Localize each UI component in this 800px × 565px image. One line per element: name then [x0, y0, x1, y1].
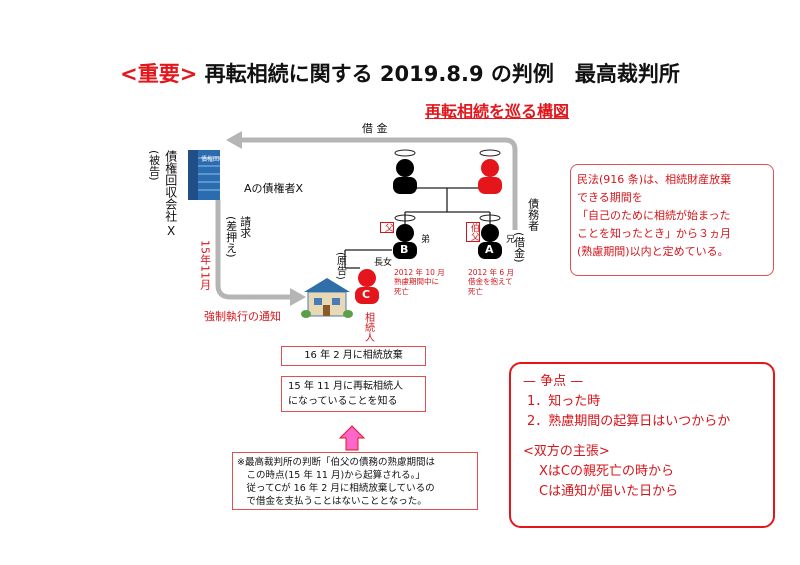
debtor-label: 債務者 [526, 198, 540, 231]
ruling-line: この時点(15 年 11 月)から起算される。」 [237, 470, 425, 481]
claims-heading: <双方の主張> [523, 444, 610, 459]
b-note: 2012 年 10 月 熟慮期間中に 死亡 [394, 268, 445, 296]
x-defendant-label: (被告) [147, 150, 161, 181]
date-label: 15年11月 [198, 240, 212, 290]
law-note-box: 民法(916 条)は、相続財産放棄 できる期間を 「自己のために相続が始まった … [570, 164, 774, 276]
law-note-line: 「自己のために相続が始まった [577, 209, 731, 222]
page-title: <重要> 再転相続に関する 2019.8.9 の判例 最高裁判所 [0, 58, 800, 88]
diagram-subtitle: 再転相続を巡る構図 [425, 102, 570, 121]
a-relation-tag: 伯父 [466, 222, 480, 242]
ruling-line: で借金を支払うことはないこととなった。 [237, 496, 427, 507]
halo-grandmother [479, 149, 501, 157]
building-sign: 債権回収 [201, 156, 226, 163]
loan-label: 借 金 [362, 122, 388, 135]
issue-item: 1．知った時 [527, 394, 601, 409]
a-creditor-label: Aの債権者X [244, 182, 304, 195]
b-note-line: 死亡 [394, 286, 409, 296]
a-tag: 兄 [506, 235, 516, 245]
know-box: 15 年 11 月に再転相続人 になっていることを知る [281, 376, 426, 412]
law-note-line: ことを知ったとき」から３ヵ月 [577, 227, 731, 240]
title-text: 再転相続に関する 2019.8.9 の判例 最高裁判所 [204, 62, 680, 86]
c-letter: C [362, 288, 371, 301]
person-a-icon [478, 224, 502, 259]
person-b-icon [393, 224, 417, 259]
b-note-line: 熟慮期間中に [394, 277, 439, 287]
ruling-box: ※最高裁判所の判断「伯父の債務の熟慮期間は この時点(15 年 11 月)から起… [232, 452, 478, 510]
a-note: 2012 年 6 月 借金を抱えて 死亡 [468, 268, 514, 296]
x-letter: X [167, 224, 176, 238]
person-grandfather-icon [393, 159, 417, 194]
x-party-label: 債権回収会社 [163, 150, 178, 222]
c-role-label: 相続人 [362, 312, 374, 342]
law-note-line: 民法(916 条)は、相続財産放棄 [577, 173, 732, 186]
issue-item: 2．熟慮期間の起算日はいつからか [527, 414, 731, 429]
enforcement-arrow-line [215, 200, 292, 300]
b-note-line: 2012 年 10 月 [394, 268, 445, 277]
important-tag: <重要> [120, 62, 198, 86]
halo-grandfather [394, 149, 416, 157]
issues-box: — 争点 — 1．知った時 2．熟慮期間の起算日はいつからか <双方の主張> X… [509, 362, 775, 528]
claim-item: XはCの親死亡の時から [539, 464, 674, 479]
know-line: 15 年 11 月に再転相続人 [288, 381, 403, 392]
a-note-line: 2012 年 6 月 [468, 268, 515, 277]
a-letter: A [485, 243, 494, 256]
debtor-sub-label: (借金) [512, 232, 526, 263]
claim-item: Cは通知が届いた日から [539, 484, 679, 499]
enforcement-label: 強制執行の通知 [204, 310, 281, 323]
a-note-line: 死亡 [468, 286, 483, 296]
know-line: になっていることを知る [288, 396, 398, 407]
halo-a [479, 214, 501, 222]
renounce-text: 16 年 2 月に相続放棄 [304, 350, 403, 361]
renounce-box: 16 年 2 月に相続放棄 [281, 346, 426, 366]
office-building-icon [188, 150, 220, 200]
up-arrow-icon [338, 425, 366, 451]
issues-heading: — 争点 — [523, 374, 584, 389]
law-note-line: (熟慮期間)以内と定めている。 [577, 245, 729, 258]
b-letter: B [400, 243, 409, 256]
c-plaintiff-label: (原告) [334, 252, 346, 280]
c-tag: 長女 [374, 258, 393, 268]
loan-arrow-line [240, 137, 518, 230]
person-c-icon [355, 269, 379, 304]
ruling-line: ※最高裁判所の判断「伯父の債務の熟慮期間は [237, 457, 435, 468]
halo-b [394, 214, 416, 222]
b-relation-tag: 父 [380, 222, 394, 233]
house-icon [301, 278, 353, 318]
enforcement-arrow-head [290, 288, 306, 306]
b-tag: 弟 [421, 235, 431, 245]
claim-label: 請求 [238, 216, 252, 238]
claim-sub-label: (差押え) [224, 216, 238, 258]
ruling-line: 従ってCが 16 年 2 月に相続放棄しているの [237, 483, 435, 494]
person-grandmother-icon [478, 159, 502, 194]
loan-arrow-head [226, 131, 242, 149]
a-note-line: 借金を抱えて [468, 277, 513, 287]
law-note-line: できる期間を [577, 191, 643, 204]
